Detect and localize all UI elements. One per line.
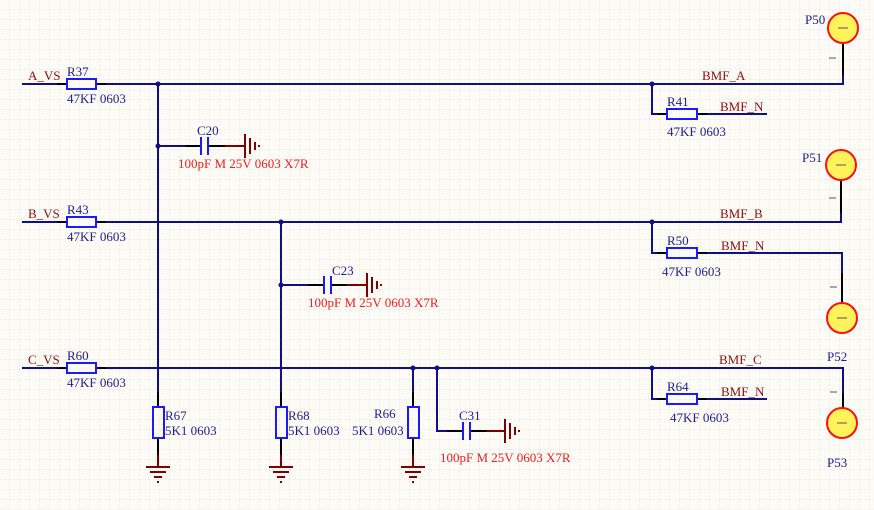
r68-value: 5K1 0603 — [288, 423, 340, 438]
r66-designator: R66 — [374, 406, 396, 421]
r37-value: 47KF 0603 — [67, 91, 126, 106]
resistor-r66[interactable] — [407, 406, 420, 439]
r67-designator: R67 — [165, 408, 187, 423]
net-label-bmf-a: BMF_A — [702, 68, 746, 83]
net-label-c-vs: C_VS — [28, 352, 60, 367]
resistor-r37[interactable] — [66, 78, 97, 90]
r50-designator: R50 — [667, 233, 689, 248]
port-p51[interactable]: P51 — [802, 149, 857, 213]
c23-value: 100pF M 25V 0603 X7R — [308, 295, 439, 310]
r66-value: 5K1 0603 — [352, 423, 404, 438]
r68-designator: R68 — [288, 408, 310, 423]
capacitor-c23[interactable] — [323, 276, 332, 294]
resistor-r68[interactable] — [275, 406, 288, 439]
r60-value: 47KF 0603 — [67, 375, 126, 390]
resistor-r41[interactable] — [666, 108, 698, 120]
r43-designator: R43 — [67, 202, 89, 217]
resistor-r60[interactable] — [66, 362, 97, 374]
port-p52[interactable]: P52 — [826, 273, 858, 364]
p51-label: P51 — [802, 150, 822, 165]
net-label-bmf-n: BMF_N — [721, 238, 765, 253]
row-b: B_VS R43 47KF 0603 C23 100pF M 25V 0603 … — [22, 197, 843, 398]
net-label-bmf-n: BMF_N — [721, 384, 765, 399]
p52-label: P52 — [827, 349, 847, 364]
resistor-r67[interactable] — [152, 406, 165, 439]
c31-designator: C31 — [459, 408, 481, 423]
row-a: A_VS R37 47KF 0603 C20 100pF M 25V 0603 … — [22, 59, 844, 398]
capacitor-c31[interactable] — [462, 422, 471, 440]
r37-designator: R37 — [67, 64, 89, 79]
c31-value: 100pF M 25V 0603 X7R — [440, 450, 571, 465]
net-label-bmf-n: BMF_N — [720, 99, 764, 114]
r60-designator: R60 — [67, 348, 89, 363]
resistor-r64[interactable] — [666, 393, 698, 405]
net-label-b-vs: B_VS — [28, 206, 60, 221]
r50-value: 47KF 0603 — [662, 264, 721, 279]
r64-value: 47KF 0603 — [670, 410, 729, 425]
net-label-bmf-c: BMF_C — [719, 352, 762, 367]
net-label-bmf-b: BMF_B — [720, 206, 763, 221]
p50-label: P50 — [805, 12, 825, 27]
c20-value: 100pF M 25V 0603 X7R — [178, 156, 309, 171]
r67-value: 5K1 0603 — [165, 423, 217, 438]
r64-designator: R64 — [667, 379, 689, 394]
row-c: C_VS R60 47KF 0603 R67 5K1 0603 R68 5K1 … — [22, 348, 844, 483]
c20-designator: C20 — [197, 123, 219, 138]
net-label-a-vs: A_VS — [28, 68, 61, 83]
r41-designator: R41 — [667, 94, 689, 109]
resistor-r50[interactable] — [666, 247, 698, 259]
resistor-r43[interactable] — [66, 216, 97, 228]
c23-designator: C23 — [332, 263, 354, 278]
port-p50[interactable]: P50 — [805, 12, 859, 75]
p53-label: P53 — [827, 455, 847, 470]
r41-value: 47KF 0603 — [667, 124, 726, 139]
port-p53[interactable]: P53 — [826, 391, 858, 470]
capacitor-c20[interactable] — [200, 137, 209, 155]
r43-value: 47KF 0603 — [67, 229, 126, 244]
